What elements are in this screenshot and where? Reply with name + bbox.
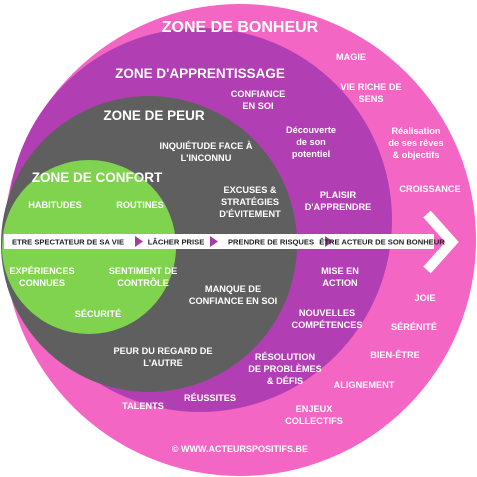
bonheur-item-bien-etre: BIEN-ÊTRE (370, 349, 420, 360)
confort-item-sentiment-l2: CONTRÔLE (117, 277, 169, 288)
copyright-text: © WWW.ACTEURSPOSITIFS.BE (172, 444, 308, 454)
apprentissage-item-resolution-l1: RÉSOLUTION (255, 351, 316, 362)
peur-item-manque-l1: MANQUE DE (205, 284, 261, 294)
peur-item-inquietude-l1: INQUIÉTUDE FACE À (160, 140, 253, 151)
arrow-label-spectateur: ETRE SPECTATEUR DE SA VIE (12, 238, 124, 247)
apprentissage-item-nouvelles-l1: NOUVELLES (299, 308, 355, 318)
apprentissage-item-decouverte-l2: de son (296, 137, 326, 147)
zone-confort-title: ZONE DE CONFORT (32, 170, 163, 185)
peur-item-inquietude-l2: L'INCONNU (181, 153, 232, 163)
confort-item-experiences-l1: EXPÉRIENCES (9, 265, 74, 276)
apprentissage-item-resolution-l3: & DÉFIS (267, 375, 303, 386)
apprentissage-item-mise-l1: MISE EN (321, 266, 359, 276)
bonheur-item-alignement: ALIGNEMENT (334, 380, 395, 390)
peur-item-excuses-l1: EXCUSES & (223, 185, 276, 195)
bonheur-item-talents: TALENTS (122, 401, 164, 411)
apprentissage-item-nouvelles-l2: COMPÉTENCES (292, 319, 363, 330)
confort-item-securite: SÉCURITÉ (75, 308, 121, 319)
bonheur-item-enjeux-l2: COLLECTIFS (285, 416, 343, 426)
apprentissage-item-decouverte-l3: potentiel (292, 149, 330, 159)
apprentissage-item-mise-l2: ACTION (322, 278, 358, 288)
arrow-chevron-icon (423, 210, 459, 274)
confort-item-habitudes: HABITUDES (28, 200, 82, 210)
arrow-label-prendre: PRENDRE DE RISQUES (228, 238, 314, 247)
zone-apprentissage-title: ZONE D'APPRENTISSAGE (115, 66, 285, 81)
bonheur-item-reussites: RÉUSSITES (184, 392, 236, 403)
apprentissage-item-decouverte-l1: Découverte (286, 125, 336, 135)
apprentissage-item-plaisir-l1: PLAISIR (320, 190, 357, 200)
peur-item-regard-l2: L'AUTRE (143, 358, 182, 368)
bonheur-item-serenite: SÉRÉNITÉ (391, 321, 437, 332)
zone-peur-title: ZONE DE PEUR (103, 108, 205, 123)
arrow-separator-1 (135, 236, 143, 247)
bonheur-item-realisation-l1: Réalisation (391, 126, 440, 136)
bonheur-item-vie-riche-l2: SENS (358, 94, 383, 104)
bonheur-item-magie: MAGIE (336, 52, 366, 62)
bonheur-item-joie: JOIE (415, 293, 436, 303)
confort-item-experiences-l2: CONNUES (19, 278, 65, 288)
bonheur-item-vie-riche-l1: VIE RICHE DE (340, 82, 401, 92)
apprentissage-item-confiance-l1: CONFIANCE (231, 89, 286, 99)
apprentissage-item-resolution-l2: DE PROBLÈMES (248, 363, 322, 374)
peur-item-excuses-l3: D'ÉVITEMENT (219, 208, 281, 219)
peur-item-regard-l1: PEUR DU REGARD DE (113, 346, 212, 356)
bonheur-item-croissance: CROISSANCE (399, 184, 460, 194)
arrow-separator-2 (210, 236, 218, 247)
peur-item-manque-l2: CONFIANCE EN SOI (189, 296, 277, 306)
peur-item-excuses-l2: STRATÉGIES (221, 196, 279, 207)
apprentissage-item-confiance-l2: EN SOI (242, 101, 273, 111)
arrow-label-lacher: LÂCHER PRISE (148, 238, 205, 247)
bonheur-item-enjeux-l1: ENJEUX (296, 404, 334, 414)
zone-bonheur-title: ZONE DE BONHEUR (162, 19, 319, 36)
confort-item-sentiment-l1: SENTIMENT DE (109, 266, 177, 276)
bonheur-item-realisation-l2: de ses rêves (388, 138, 443, 148)
bonheur-item-realisation-l3: & objectifs (393, 150, 440, 160)
arrow-label-acteur: ÊTRE ACTEUR DE SON BONHEUR (319, 238, 445, 247)
arrow-separator-3 (325, 236, 333, 247)
confort-item-routines: ROUTINES (116, 200, 163, 210)
apprentissage-item-plaisir-l2: D'APPRENDRE (305, 202, 372, 212)
